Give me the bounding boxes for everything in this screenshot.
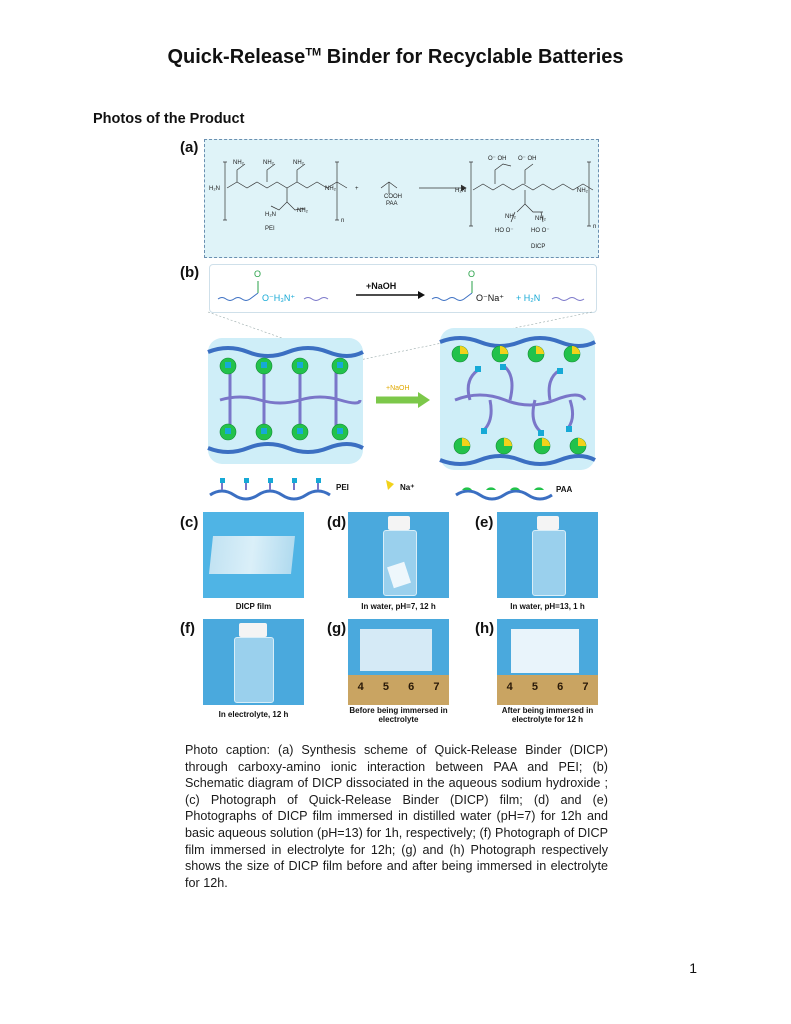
panel-e-label: (e): [475, 514, 494, 531]
svg-text:H₂N: H₂N: [265, 212, 276, 218]
caption-c: DICP film: [235, 602, 272, 611]
page-number: 1: [689, 960, 697, 976]
ion-pair-right: O⁻Na⁺: [476, 293, 504, 303]
vial-water-ph13-photo: [497, 512, 598, 598]
svg-text:NH₂: NH₂: [505, 214, 517, 220]
svg-text:NH₂: NH₂: [535, 216, 547, 222]
ruler-mark: 4: [506, 681, 513, 693]
dicp-film-photo: [203, 512, 304, 598]
vial-water-ph7-photo: [348, 512, 449, 598]
reagent-label: +NaOH: [366, 281, 396, 291]
svg-text:+: +: [355, 186, 359, 192]
ruler-mark: 7: [433, 681, 440, 693]
caption-h: After being immersed in electrolyte for …: [501, 706, 594, 724]
legend-na: Na⁺: [400, 483, 414, 492]
svg-text:NH₂: NH₂: [293, 160, 305, 166]
synthesis-scheme-panel: H₂N NH₂ NH₂ NH₂ NH₂ H₂N NH₂ n + COOH PAA…: [204, 139, 599, 258]
svg-text:H₂N: H₂N: [209, 186, 220, 192]
panel-f-label: (f): [180, 620, 195, 637]
svg-text:HO O⁻: HO O⁻: [495, 228, 514, 234]
naoh-arrow-label: +NaOH: [386, 385, 410, 392]
svg-text:PEI: PEI: [265, 226, 275, 232]
ruler-mark: 6: [408, 681, 415, 693]
panel-a-label: (a): [180, 139, 199, 156]
svg-text:n: n: [593, 224, 596, 230]
ruler-mark: 4: [357, 681, 364, 693]
legend-pei: PEI: [336, 483, 349, 492]
svg-text:NH₂: NH₂: [325, 186, 337, 192]
film-before-ruler-photo: 4 5 6 7: [348, 619, 449, 705]
panel-b-label: (b): [180, 264, 200, 281]
svg-text:n: n: [341, 218, 344, 224]
svg-text:NH₂: NH₂: [577, 188, 589, 194]
svg-text:PAA: PAA: [386, 201, 398, 207]
carbonyl-oxygen-left: O: [254, 269, 261, 279]
section-heading: Photos of the Product: [93, 111, 245, 127]
reaction-equation: O O⁻H₃N⁺ +NaOH O O⁻Na⁺ + H₂N: [217, 269, 585, 303]
vial-electrolyte-photo: [203, 619, 304, 705]
svg-text:HO O⁻: HO O⁻: [531, 228, 550, 234]
ruler-mark: 5: [382, 681, 389, 693]
svg-text:NH₂: NH₂: [233, 160, 245, 166]
svg-text:DICP: DICP: [531, 244, 545, 250]
panel-d-label: (d): [327, 514, 347, 531]
film-after-ruler-photo: 4 5 6 7: [497, 619, 598, 705]
panel-h-label: (h): [475, 620, 495, 637]
svg-text:COOH: COOH: [384, 194, 402, 200]
legend-paa: PAA: [556, 485, 573, 494]
ruler-mark: 5: [531, 681, 538, 693]
caption-e: In water, pH=13, 1 h: [510, 602, 585, 611]
svg-text:O⁻ OH: O⁻ OH: [518, 156, 537, 162]
svg-text:NH₂: NH₂: [297, 208, 309, 214]
carbonyl-oxygen-right: O: [468, 269, 475, 279]
page-title: Quick-ReleaseTM Binder for Recyclable Ba…: [167, 46, 624, 68]
panel-c-label: (c): [180, 514, 199, 531]
dissociation-schematic: +NaOH PEI Na⁺ PAA: [207, 311, 596, 501]
svg-text:H₂N: H₂N: [455, 188, 466, 194]
caption-g: Before being immersed in electrolyte: [349, 706, 448, 724]
amine-product: + H₂N: [516, 293, 540, 303]
reaction-panel: O O⁻H₃N⁺ +NaOH O O⁻Na⁺ + H₂N: [209, 264, 597, 313]
ruler-mark: 6: [557, 681, 564, 693]
svg-text:NH₂: NH₂: [263, 160, 275, 166]
ruler-mark: 7: [582, 681, 589, 693]
svg-text:O⁻ OH: O⁻ OH: [488, 156, 507, 162]
synthesis-scheme-diagram: H₂N NH₂ NH₂ NH₂ NH₂ H₂N NH₂ n + COOH PAA…: [209, 156, 596, 250]
ion-pair-left: O⁻H₃N⁺: [262, 293, 295, 303]
photo-caption: Photo caption: (a) Synthesis scheme of Q…: [185, 743, 608, 890]
caption-d: In water, pH=7, 12 h: [361, 602, 436, 611]
caption-f: In electrolyte, 12 h: [218, 710, 289, 719]
panel-g-label: (g): [327, 620, 347, 637]
